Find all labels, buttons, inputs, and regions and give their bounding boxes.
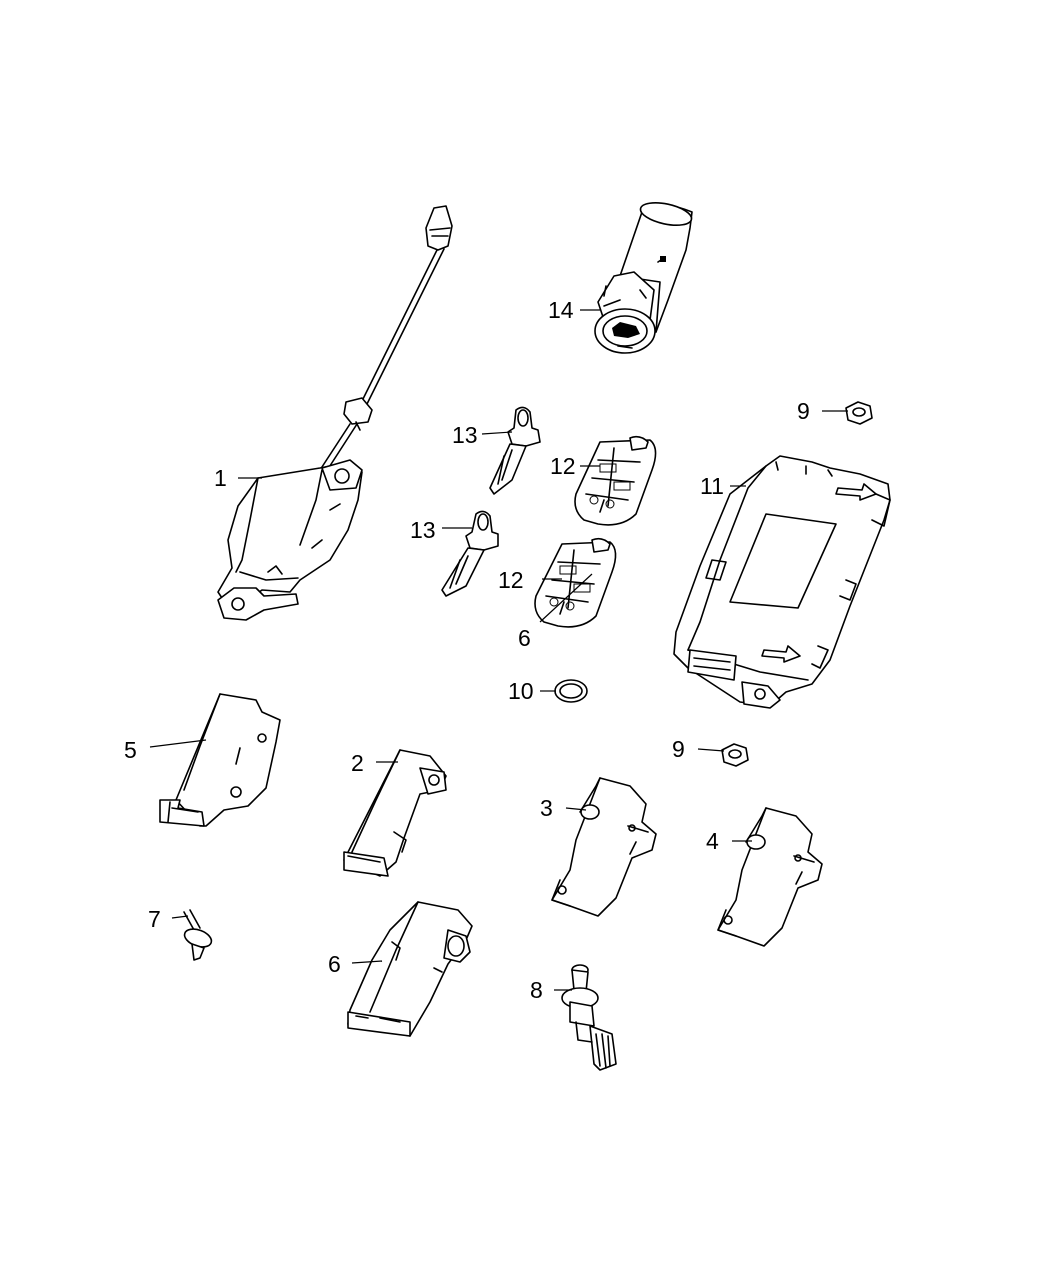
leader-7 [171, 915, 189, 919]
part-1-antenna-module [217, 205, 453, 621]
callout-11: 11 [700, 473, 724, 499]
callout-5: 5 [124, 737, 137, 763]
callout-6-module: 6 [328, 951, 341, 977]
callout-9-top: 9 [797, 398, 810, 424]
leader-6-fob [539, 573, 593, 623]
leader-5 [149, 739, 207, 748]
part-14-ignition-switch [594, 202, 693, 354]
callout-10: 10 [508, 678, 534, 704]
callout-6-fob: 6 [518, 625, 531, 651]
leader-6-module [351, 960, 383, 964]
part-5-bracket [159, 693, 281, 827]
callout-9-middle: 9 [672, 736, 685, 762]
part-12-key-fob-bottom [534, 537, 617, 628]
part-12-key-fob-top [574, 435, 657, 526]
part-10-ring [554, 679, 588, 703]
part-2-bracket [343, 749, 447, 877]
callout-1: 1 [214, 465, 227, 491]
part-9-nut-middle [721, 743, 749, 767]
part-3-bracket [551, 777, 657, 917]
callout-13-bottom: 13 [410, 517, 436, 543]
leader-3 [565, 807, 587, 811]
part-6-module [347, 901, 473, 1037]
callout-8: 8 [530, 977, 543, 1003]
callout-7: 7 [148, 906, 161, 932]
part-7-push-pin [183, 909, 213, 961]
callout-2: 2 [351, 750, 364, 776]
part-4-bracket [717, 807, 823, 947]
part-13-key-blade-bottom [441, 510, 499, 597]
leader-13-top [481, 431, 513, 435]
callout-13-top: 13 [452, 422, 478, 448]
callout-4: 4 [706, 828, 719, 854]
part-8-lock-cylinder [561, 964, 617, 1071]
callout-14: 14 [548, 297, 574, 323]
part-13-key-blade-top [489, 406, 541, 495]
callout-12-top: 12 [550, 453, 576, 479]
part-9-nut-top [845, 401, 873, 425]
leader-9-middle [697, 748, 725, 752]
callout-12-bottom: 12 [498, 567, 524, 593]
callout-3: 3 [540, 795, 553, 821]
part-11-control-module [673, 455, 891, 709]
